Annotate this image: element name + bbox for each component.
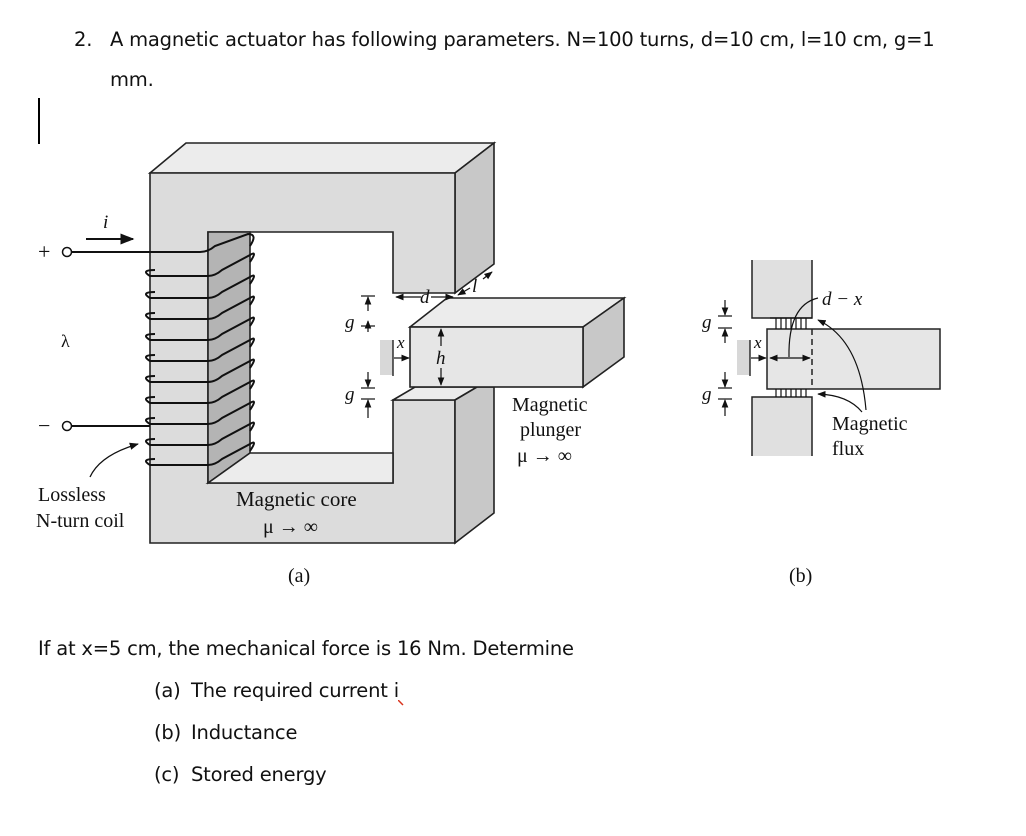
problem-number: 2. [74,28,93,51]
current-label: i [103,212,108,233]
part-c-label: (c) [154,763,180,786]
dim-d-label: d [420,287,430,308]
part-b-text: Inductance [191,721,298,744]
plus-terminal-label: + [38,239,50,264]
core-label-line2: μ → ∞ [263,516,318,538]
b-dim-d-minus-x-label: d − x [822,289,863,310]
text-cursor [38,98,40,144]
coil-label-line1: Lossless [38,484,106,506]
flux-label-line2: flux [832,438,864,460]
magnetic-plunger [407,296,627,389]
part-b-label: (b) [154,721,181,744]
plus-terminal-icon [61,246,73,258]
plunger-label-line3: μ → ∞ [517,445,572,467]
coil-pointer-icon [89,442,139,478]
core-label-line1: Magnetic core [236,487,357,511]
b-dim-g-bottom-label: g [702,384,712,405]
spellcheck-mark-icon [398,700,404,706]
flux-label-line1: Magnetic [832,413,908,435]
part-a-label: (a) [154,679,181,702]
coil-windings [68,232,255,466]
part-c-text: Stored energy [191,763,327,786]
dim-g-top-label: g [345,312,355,333]
problem-statement-line1: A magnetic actuator has following parame… [110,28,935,51]
figure-a-caption: (a) [288,565,310,587]
coil-label-line2: N-turn coil [36,510,125,532]
flux-lines [770,317,812,397]
b-dim-g-top-label: g [702,312,712,333]
part-a-text: The required current i [191,679,399,702]
dim-l-label: l [472,276,477,297]
actuator-figure: + − λ i Lossless N-turn coil Magnetic co… [36,141,941,587]
dim-g-bottom-label: g [345,384,355,405]
side-view [751,260,941,456]
minus-terminal-label: − [38,413,50,438]
flux-linkage-label: λ [61,331,70,351]
figure-b-caption: (b) [789,565,812,587]
reference-block [380,340,393,375]
problem-condition: If at x=5 cm, the mechanical force is 16… [38,637,574,660]
problem-statement-line2: mm. [110,68,154,91]
plunger-label-line2: plunger [520,419,581,441]
dim-x-label: x [396,333,405,352]
plunger-label-line1: Magnetic [512,394,588,416]
dim-h-label: h [436,348,446,369]
minus-terminal-icon [61,420,73,432]
b-dim-x-label: x [753,333,762,352]
